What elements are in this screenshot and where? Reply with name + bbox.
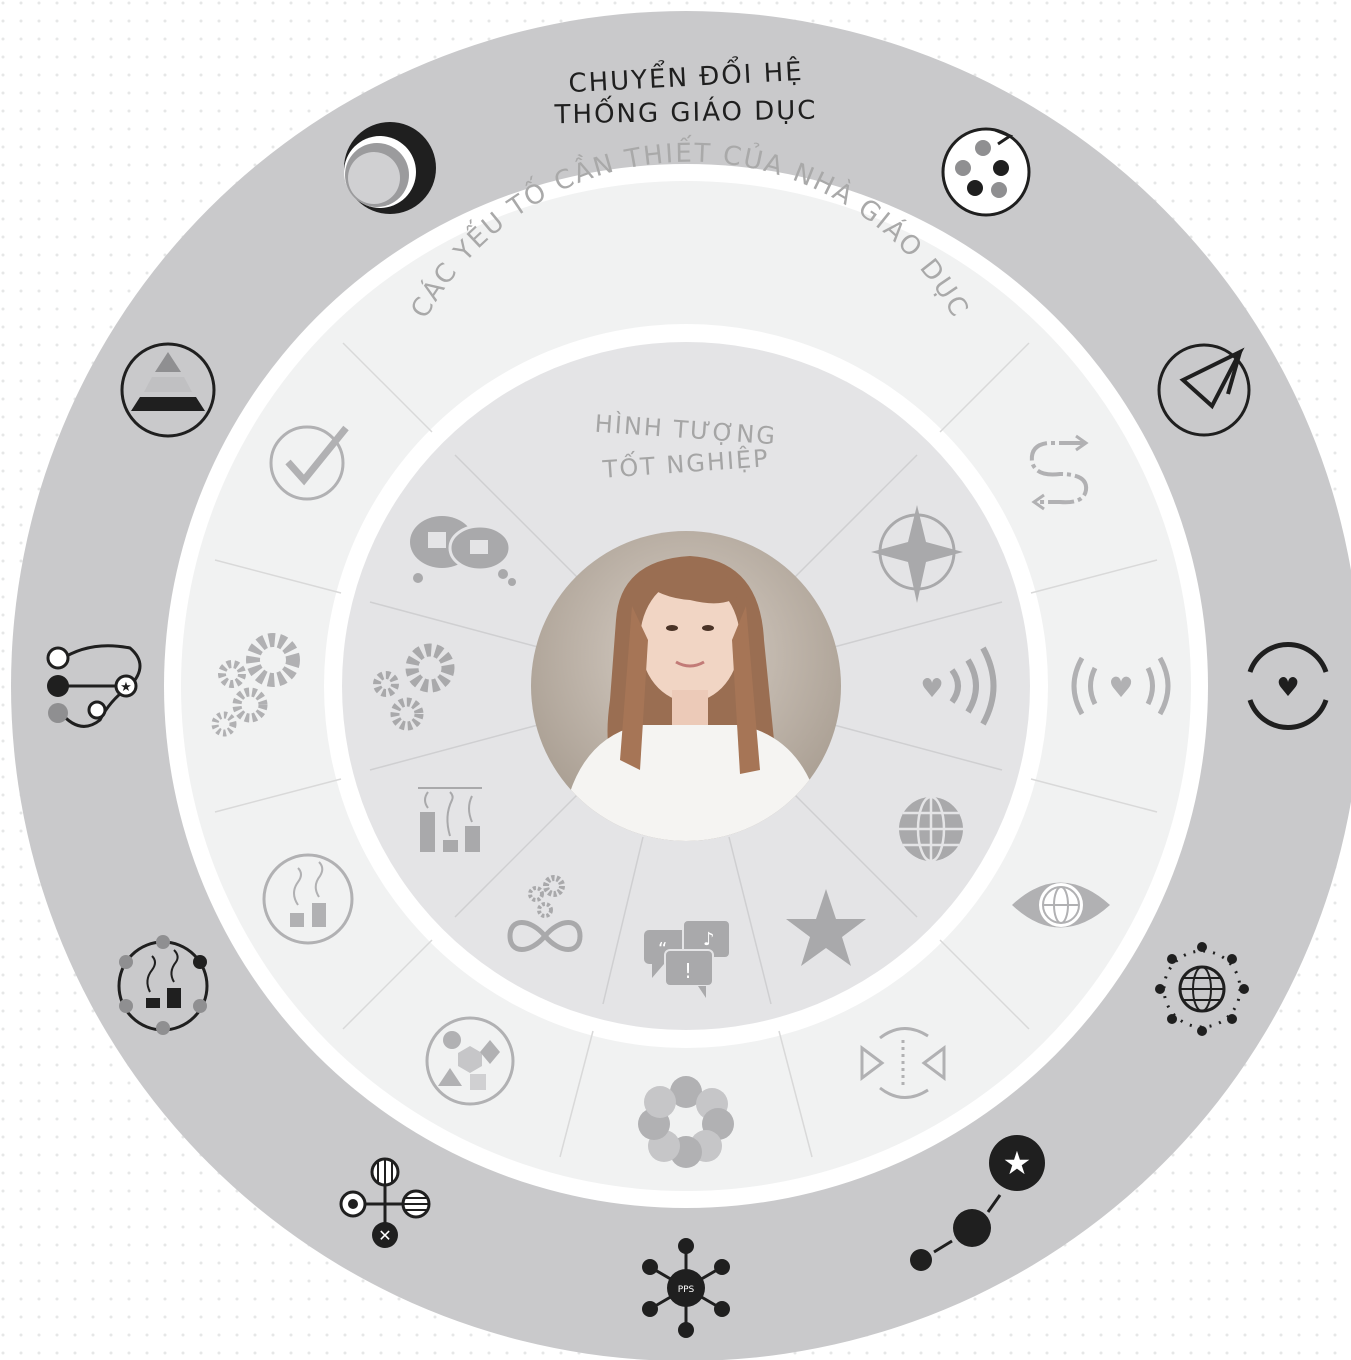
signal-heart-icon: ♥ (1071, 656, 1171, 716)
svg-text:♥: ♥ (920, 674, 943, 704)
progress-star-icon: ★ (910, 1135, 1045, 1271)
svg-text:♪: ♪ (703, 929, 715, 950)
svg-text:“: “ (658, 939, 667, 960)
crossroads-icon: ✕ (339, 1157, 431, 1248)
speech-bubbles-icon: “ ! ♪ (644, 919, 731, 998)
svg-text:♥: ♥ (1108, 671, 1133, 704)
rising-bars-icon (418, 787, 482, 852)
inner-ring-dividers (369, 454, 1003, 1005)
rotating-dots-icon (941, 127, 1031, 217)
pps-badge-label: PPS (678, 1285, 695, 1295)
gears-icon (211, 633, 300, 737)
growth-bars-icon (262, 853, 354, 945)
global-vision-icon (1012, 882, 1110, 928)
shapes-cycle-icon (425, 1016, 515, 1106)
heart-signal-icon: ♥ (920, 646, 997, 726)
svg-text:★: ★ (120, 680, 132, 695)
puzzle-thought-icon (410, 516, 516, 586)
reflection-icon (860, 1027, 946, 1099)
svg-text:✕: ✕ (378, 1226, 391, 1245)
globe-network-icon (1155, 942, 1249, 1036)
winding-path-icon (1029, 434, 1089, 511)
graduate-portrait (531, 531, 841, 841)
svg-text:♥: ♥ (1276, 673, 1299, 703)
middle-ring-dividers (214, 342, 1158, 1158)
infinity-gears-icon (507, 875, 583, 952)
svg-text:★: ★ (1003, 1144, 1032, 1182)
pps-hub-icon: PPS (642, 1238, 730, 1338)
flower-icon (638, 1076, 734, 1168)
svg-text:!: ! (684, 959, 692, 983)
globe-icon (899, 795, 963, 863)
compass-star-icon (871, 505, 963, 603)
growth-network-icon (117, 935, 209, 1035)
heart-cycle-icon: ♥ (1247, 641, 1329, 731)
checkmark-icon (269, 425, 349, 501)
star-icon (786, 889, 866, 966)
pyramid-icon (120, 342, 216, 438)
circles-ring-icon (344, 122, 436, 214)
network-path-icon: ★ (46, 644, 142, 728)
send-arrows-icon (1157, 343, 1251, 437)
team-gears-icon (373, 643, 455, 731)
